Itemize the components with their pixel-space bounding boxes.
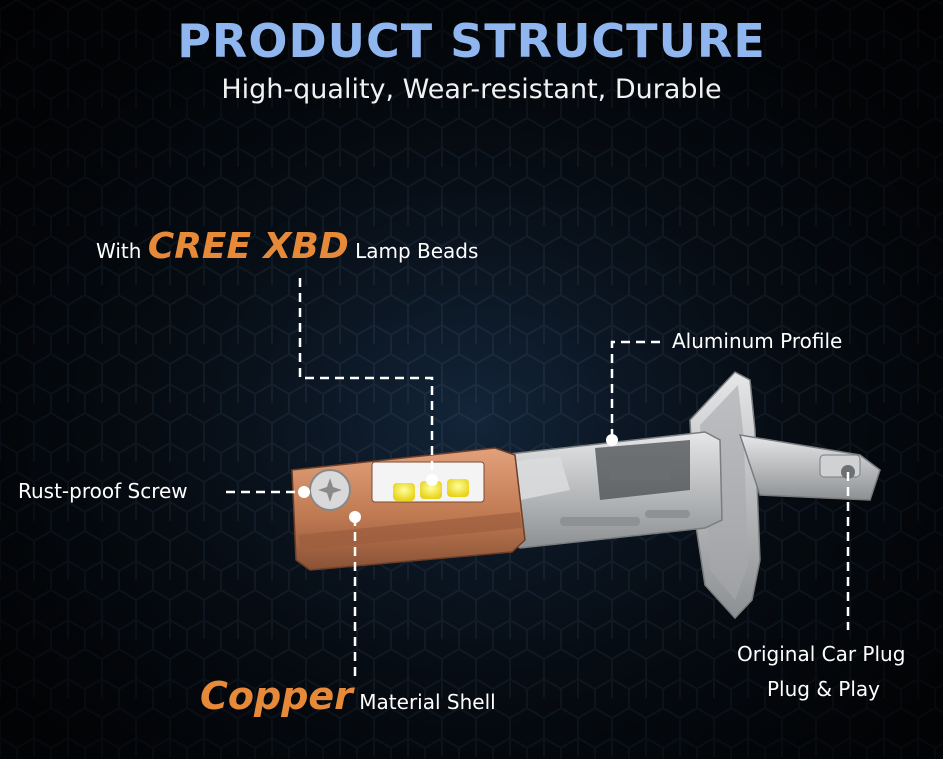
label-lamp-beads: With CREE XBD Lamp Beads [96, 226, 478, 267]
label-copper-suffix: Material Shell [359, 690, 496, 714]
page-subtitle: High-quality, Wear-resistant, Durable [221, 74, 722, 105]
label-original-car-plug: Original Car Plug [737, 642, 906, 666]
callout-line-aluminum [610, 340, 660, 440]
led-beads [393, 474, 469, 501]
label-rust-proof-screw: Rust-proof Screw [18, 479, 188, 503]
aluminum-body [499, 431, 723, 549]
label-plug-and-play: Plug & Play [767, 677, 881, 701]
label-copper-shell: Copper Material Shell [200, 674, 496, 718]
label-copper-highlight: Copper [200, 674, 353, 718]
label-lamp-beads-suffix: Lamp Beads [355, 239, 479, 263]
label-lamp-beads-highlight: CREE XBD [147, 226, 349, 267]
page-title: PRODUCT STRUCTURE [177, 14, 766, 68]
screw-icon [298, 469, 351, 511]
callout-line-lamp-beads [298, 278, 434, 480]
label-aluminum-profile: Aluminum Profile [672, 329, 843, 353]
plug-tab [738, 434, 881, 501]
label-lamp-beads-prefix: With [96, 239, 142, 263]
